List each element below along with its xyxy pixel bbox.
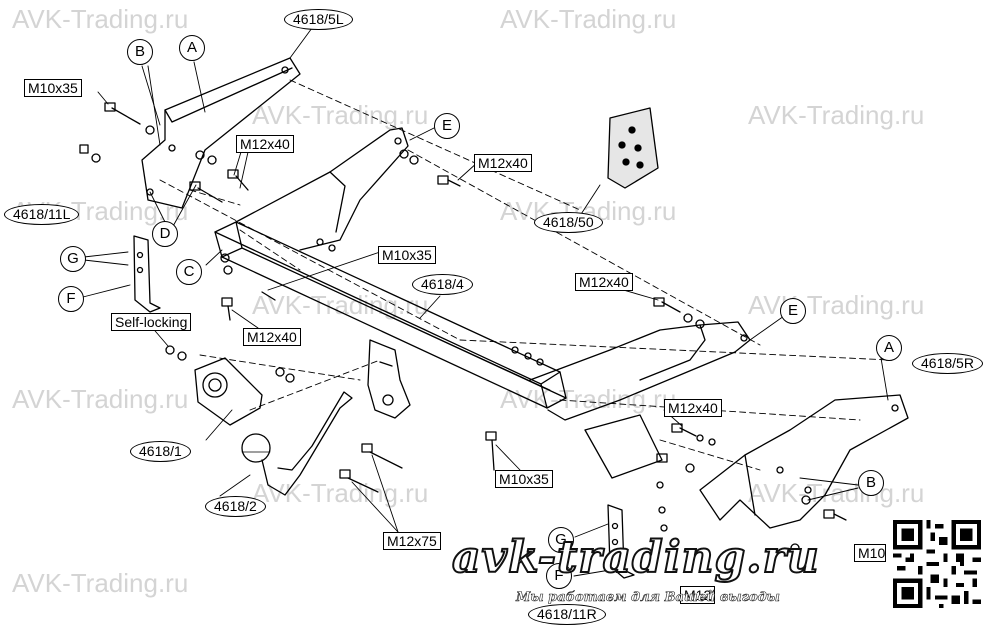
callout-b: B xyxy=(858,470,884,496)
callout-c: C xyxy=(176,259,202,285)
callout-f: F xyxy=(546,563,572,589)
brand-slogan: Мы работаем для Вашей выгоды xyxy=(516,590,781,606)
leader-lines xyxy=(82,27,889,577)
ball-neck xyxy=(241,391,353,496)
part-label-4618-50: 4618/50 xyxy=(534,212,603,233)
brand-logo-text: avk-trading.ru xyxy=(451,531,820,584)
bolts-and-washers xyxy=(79,102,847,553)
self-locking-label: Self-locking xyxy=(111,313,192,331)
watermark-text: AVK-Trading.ru xyxy=(748,290,925,320)
plate-4618-50 xyxy=(607,107,659,189)
bolt-label-m12x40: M12x40 xyxy=(236,135,294,153)
bolt-label-m12x40: M12x40 xyxy=(575,273,633,291)
qr-code-icon xyxy=(893,520,981,608)
bolt-label-m10x35: M10x35 xyxy=(495,470,553,488)
hitch-mount xyxy=(367,339,411,419)
watermark-text: AVK-Trading.ru xyxy=(12,4,189,34)
watermark-text: AVK-Trading.ru xyxy=(12,384,189,414)
callout-g: G xyxy=(548,527,574,553)
small-bracket-right xyxy=(607,504,635,579)
part-label-4618-5L: 4618/5L xyxy=(284,9,353,30)
part-label-4618-1: 4618/1 xyxy=(130,441,191,462)
bolt-label-m12x75: M12x75 xyxy=(383,532,441,550)
right-side-bracket xyxy=(699,394,909,529)
bolt-label-m12x40: M12x40 xyxy=(243,328,301,346)
watermark-text: AVK-Trading.ru xyxy=(252,100,429,130)
part-label-4618-11R: 4618/11R xyxy=(528,604,606,625)
part-label-4618-5R: 4618/5R xyxy=(912,353,983,374)
left-side-bracket xyxy=(141,57,301,209)
callout-g: G xyxy=(60,246,86,272)
bolt-label-m10x35: M10x35 xyxy=(378,246,436,264)
bolt-label-m12x40: M12x40 xyxy=(664,399,722,417)
callout-d: D xyxy=(152,221,178,247)
socket-plate xyxy=(194,357,263,426)
callout-a: A xyxy=(179,35,205,61)
assembly-lines xyxy=(159,79,891,471)
callout-e: E xyxy=(780,298,806,324)
watermark-text: AVK-Trading.ru xyxy=(748,100,925,130)
bolt-label-m12: M12 xyxy=(680,586,716,604)
part-label-4618-2: 4618/2 xyxy=(205,496,266,517)
bolt-label-m12x40: M12x40 xyxy=(474,154,532,172)
cross-beam xyxy=(214,221,567,409)
callout-b: B xyxy=(127,39,153,65)
bolt-label-m10: M10 xyxy=(854,544,886,562)
watermark-text: AVK-Trading.ru xyxy=(500,4,677,34)
watermark-text: AVK-Trading.ru xyxy=(252,290,429,320)
small-bracket-left xyxy=(133,235,161,313)
bolt-label-m10x35: M10x35 xyxy=(24,79,82,97)
part-label-4618-11L: 4618/11L xyxy=(4,204,80,225)
callout-f: F xyxy=(58,286,84,312)
callout-e: E xyxy=(434,113,460,139)
left-arm xyxy=(235,127,409,251)
part-label-4618-4: 4618/4 xyxy=(412,274,473,295)
callout-a: A xyxy=(876,335,902,361)
watermark-text: AVK-Trading.ru xyxy=(12,568,189,598)
